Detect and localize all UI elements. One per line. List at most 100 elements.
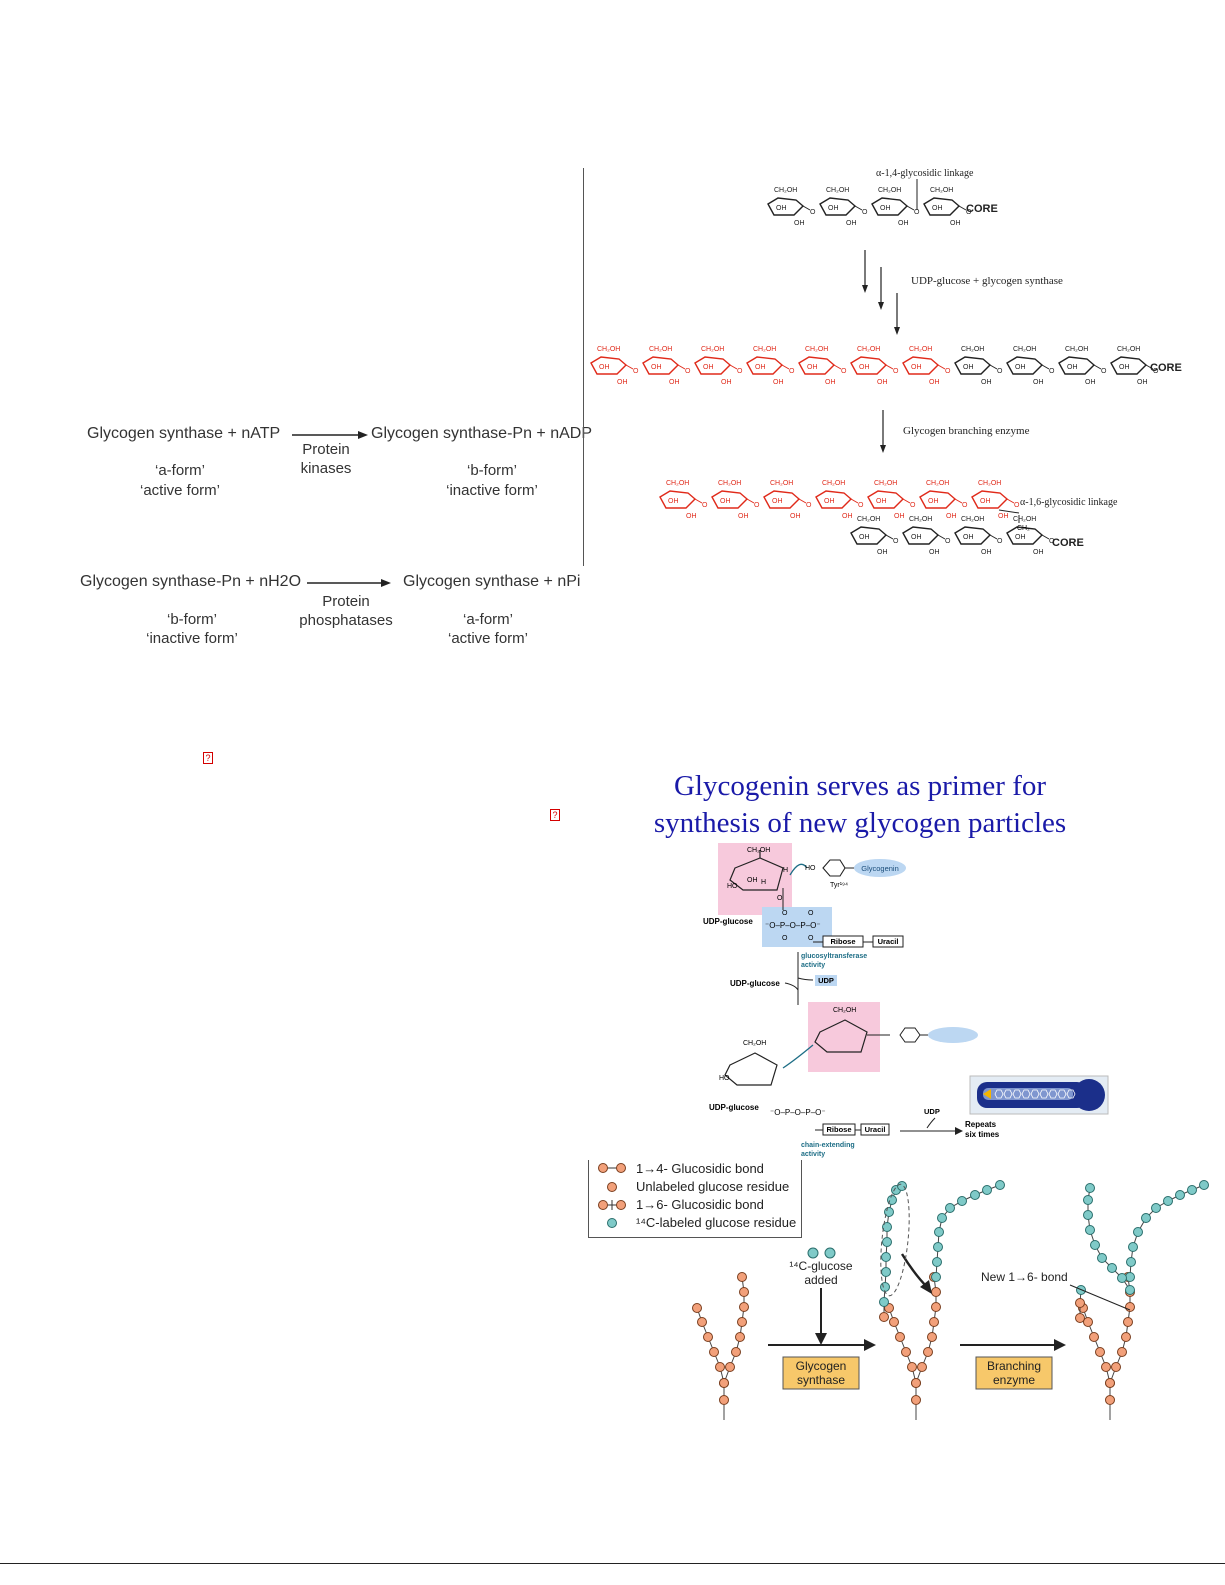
svg-text:O: O	[810, 209, 816, 216]
svg-text:O: O	[808, 910, 814, 917]
svg-text:HO: HO	[805, 865, 816, 872]
page-bottom-rule	[0, 1563, 1225, 1564]
labeled-residue	[1175, 1190, 1185, 1200]
svg-text:OH: OH	[755, 364, 766, 371]
unlabeled-residue	[735, 1332, 745, 1342]
chain-residue	[994, 1089, 1004, 1099]
svg-text:OH: OH	[824, 498, 835, 505]
svg-text:O: O	[997, 538, 1003, 545]
svg-text:OH: OH	[894, 513, 905, 520]
svg-text:OH: OH	[1119, 364, 1130, 371]
labeled-residue	[1141, 1213, 1151, 1223]
svg-text:H: H	[783, 867, 788, 874]
labeled-residue	[934, 1227, 944, 1237]
svg-text:OH: OH	[877, 379, 888, 386]
udp-glucose-label-2: UDP-glucose	[730, 979, 780, 988]
svg-text:OH: OH	[876, 498, 887, 505]
labeled-residue	[995, 1180, 1005, 1190]
eq2-right-state: ‘active form’	[447, 630, 529, 647]
svg-text:⁻O–P–O–P–O⁻: ⁻O–P–O–P–O⁻	[765, 921, 821, 930]
svg-text:CH₂OH: CH₂OH	[961, 516, 984, 523]
svg-text:OH: OH	[928, 498, 939, 505]
svg-text:OH: OH	[946, 513, 957, 520]
svg-text:CH₂OH: CH₂OH	[1117, 346, 1140, 353]
svg-text:CH₂OH: CH₂OH	[833, 1007, 856, 1014]
unlabeled-residue	[895, 1332, 905, 1342]
svg-text:CH₂OH: CH₂OH	[930, 187, 953, 194]
svg-text:H: H	[761, 879, 766, 886]
glycogen-branching-diagram: CH₂OHOHOHOCH₂OHOHOHOCH₂OHOHOHOCH₂OHOHOHO…	[590, 179, 1159, 556]
chain-residue	[1057, 1089, 1067, 1099]
unlabeled-residue	[911, 1378, 921, 1388]
eq1-right: Glycogen synthase-Pn + nADP	[371, 425, 593, 442]
svg-text:HO: HO	[719, 1075, 730, 1082]
labeled-residue	[1083, 1210, 1093, 1220]
svg-text:OH: OH	[721, 379, 732, 386]
svg-text:CH₂OH: CH₂OH	[597, 346, 620, 353]
unlabeled-residue	[1075, 1313, 1085, 1323]
svg-text:O: O	[777, 895, 783, 902]
svg-text:CH₂OH: CH₂OH	[701, 346, 724, 353]
eq2-left-state: ‘inactive form’	[146, 630, 238, 647]
eq1-enzyme: Protein kinases	[300, 441, 352, 477]
labeled-residue	[933, 1242, 943, 1252]
svg-text:CH₂OH: CH₂OH	[1065, 346, 1088, 353]
eq2-left: Glycogen synthase-Pn + nH2O	[80, 573, 302, 590]
svg-text:OH: OH	[998, 513, 1009, 520]
missing-image-icon: ?	[203, 752, 213, 764]
labeled-residue	[970, 1190, 980, 1200]
svg-text:OH: OH	[911, 534, 922, 541]
unlabeled-residue	[719, 1378, 729, 1388]
svg-text:CH₂OH: CH₂OH	[1013, 516, 1036, 523]
svg-text:OH: OH	[772, 498, 783, 505]
svg-text:CH₂OH: CH₂OH	[874, 480, 897, 487]
eq2-arrow	[307, 579, 391, 587]
unlabeled-residue	[715, 1362, 725, 1372]
svg-text:OH: OH	[846, 220, 857, 227]
svg-text:OH: OH	[668, 498, 679, 505]
glucosyltransferase-line1: glucosyltransferase	[801, 953, 867, 960]
unlabeled-residue	[731, 1347, 741, 1357]
svg-text:OH: OH	[1033, 549, 1044, 556]
glucosyltransferase-line2: activity	[801, 962, 825, 969]
unlabeled-residue	[737, 1272, 747, 1282]
unlabeled-residue	[1121, 1332, 1131, 1342]
svg-text:CH₂OH: CH₂OH	[805, 346, 828, 353]
svg-text:O: O	[997, 368, 1003, 375]
svg-text:O: O	[633, 368, 639, 375]
svg-text:CH₂OH: CH₂OH	[1013, 346, 1036, 353]
svg-text:O: O	[966, 209, 972, 216]
svg-text:CH₂OH: CH₂OH	[857, 346, 880, 353]
udp-label-2: UDP	[924, 1107, 940, 1116]
unlabeled-residue	[692, 1303, 702, 1313]
eq2-right: Glycogen synthase + nPi	[403, 573, 581, 590]
svg-text:O: O	[1014, 502, 1020, 509]
unlabeled-residue	[907, 1362, 917, 1372]
unlabeled-residue	[739, 1287, 749, 1297]
legend-unlabeled: Unlabeled glucose residue	[636, 1179, 790, 1194]
labeled-residue	[945, 1203, 955, 1213]
chain-extending-line2: activity	[801, 1151, 825, 1158]
svg-text:O: O	[808, 935, 814, 942]
eq1-left-state: ‘active form’	[139, 482, 221, 499]
unlabeled-residue	[889, 1317, 899, 1327]
svg-text:CH₂OH: CH₂OH	[649, 346, 672, 353]
svg-text:CH₂OH: CH₂OH	[753, 346, 776, 353]
svg-text:OH: OH	[686, 513, 697, 520]
svg-text:⁻O–P–O–P–O⁻: ⁻O–P–O–P–O⁻	[770, 1108, 826, 1117]
unlabeled-residue	[739, 1302, 749, 1312]
svg-text:OH: OH	[747, 877, 758, 884]
svg-text:OH: OH	[859, 534, 870, 541]
svg-text:O: O	[914, 209, 920, 216]
labeled-residue	[1163, 1196, 1173, 1206]
svg-text:O: O	[789, 368, 795, 375]
unlabeled-residue	[879, 1312, 889, 1322]
svg-text:CH₂OH: CH₂OH	[826, 187, 849, 194]
labeled-residue	[879, 1297, 889, 1307]
svg-text:OH: OH	[794, 220, 805, 227]
unlabeled-residue	[1123, 1317, 1133, 1327]
